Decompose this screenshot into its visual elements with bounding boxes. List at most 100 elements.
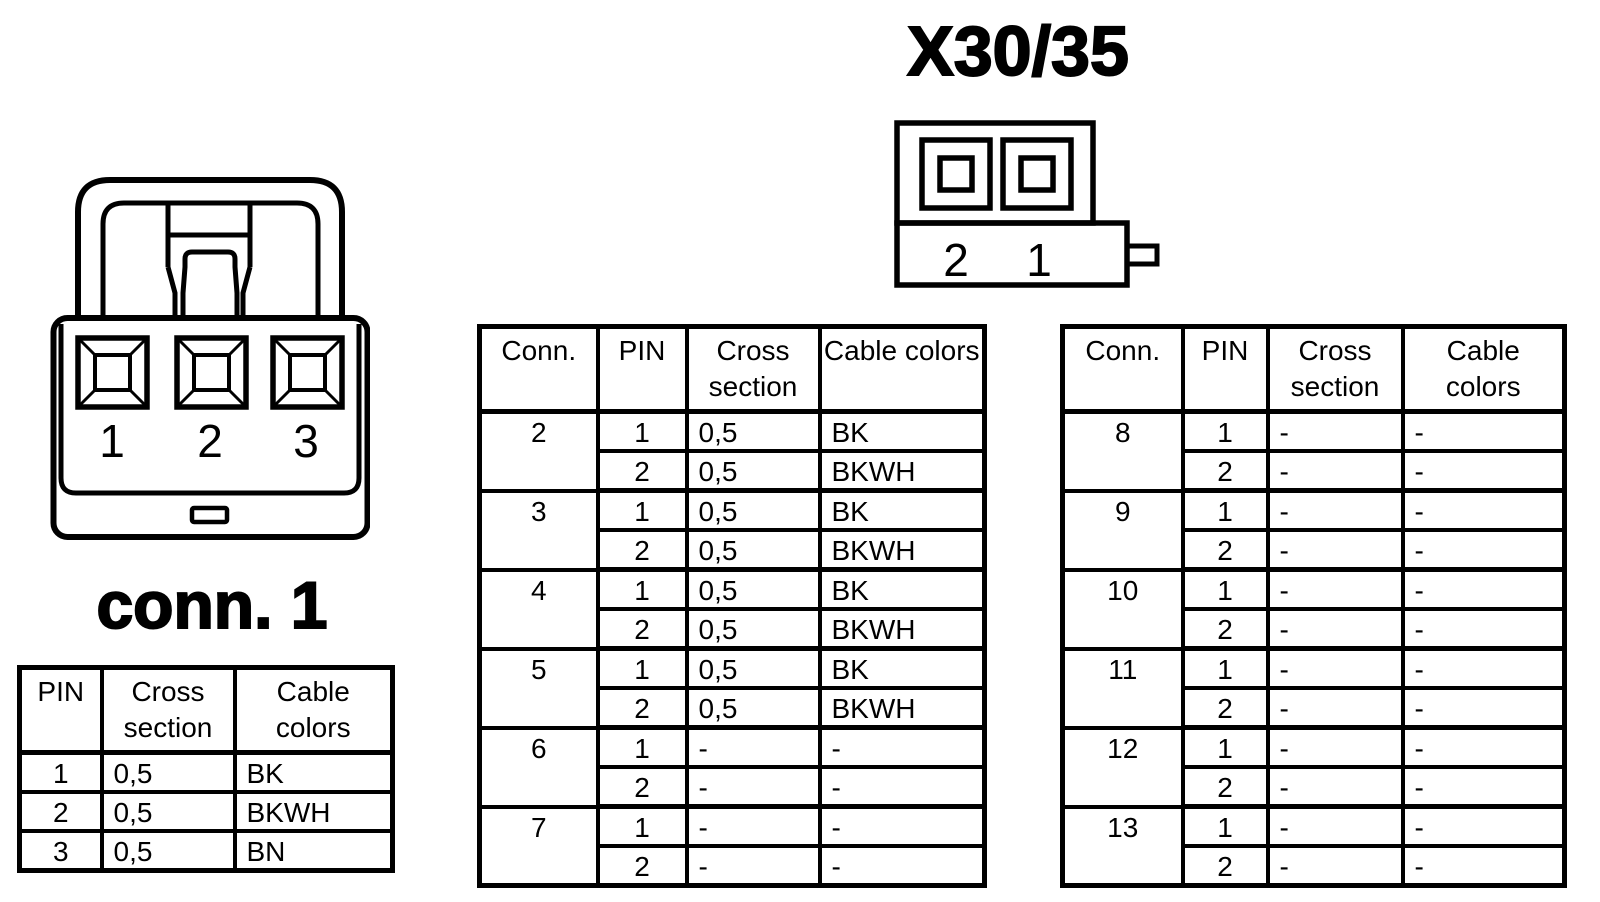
pin-number-cell: 2 bbox=[595, 844, 689, 888]
table-row: 2-- bbox=[1063, 844, 1567, 888]
cable-color-cell: - bbox=[1400, 725, 1567, 769]
connector-x30-35-drawing: 2 1 bbox=[894, 120, 1160, 288]
cross-section-cell: - bbox=[1265, 844, 1405, 888]
conn-number-cell: 2 bbox=[477, 409, 600, 492]
conn-header: Conn. bbox=[477, 324, 600, 414]
conn-header: Conn. bbox=[1060, 324, 1185, 414]
cable-color-cell: BK bbox=[817, 567, 987, 611]
cable-color-cell: BK bbox=[817, 646, 987, 690]
pin-number-cell: 2 bbox=[595, 449, 689, 493]
cross-section-cell: 0,5 bbox=[684, 686, 822, 730]
table-row: 2-- bbox=[480, 844, 987, 888]
cross-section-cell: 0,5 bbox=[99, 790, 237, 833]
connector-side-tab bbox=[1124, 243, 1160, 267]
cable-color-cell: - bbox=[817, 765, 987, 809]
cross-section-cell: 0,5 bbox=[684, 528, 822, 572]
header-row: PIN Cross section Cable colors bbox=[17, 665, 395, 755]
cable-color-cell: BKWH bbox=[817, 686, 987, 730]
table-row: 3 0,5 BN bbox=[17, 829, 395, 873]
conn-number-cell: 4 bbox=[477, 567, 600, 650]
connector-body-outline bbox=[50, 315, 370, 540]
table-row: 2-- bbox=[480, 765, 987, 809]
pin-number-cell: 2 bbox=[1180, 607, 1270, 651]
pin-number-cell: 1 bbox=[1180, 725, 1270, 769]
header-row: Conn. PIN Cross section Cable colors bbox=[1060, 324, 1567, 414]
cable-color-cell: BKWH bbox=[817, 449, 987, 493]
conn-number-cell: 12 bbox=[1060, 725, 1185, 808]
cross-section-cell: - bbox=[1265, 409, 1405, 453]
pin-number-cell: 3 bbox=[17, 829, 104, 873]
pin-2-bevel-lines bbox=[177, 338, 246, 407]
pin-2-inner-square bbox=[192, 353, 231, 392]
cross-section-cell: - bbox=[1265, 686, 1405, 730]
latch-inner-outline bbox=[100, 200, 321, 318]
cable-color-cell: - bbox=[1400, 567, 1567, 611]
latch-plunger bbox=[180, 249, 240, 318]
pin-2-outer-square bbox=[174, 335, 249, 410]
cross-section-cell: - bbox=[1265, 646, 1405, 690]
table-row: 2-- bbox=[1063, 765, 1567, 809]
pin-1-outer-square bbox=[1000, 137, 1074, 211]
pin-number-cell: 2 bbox=[595, 528, 689, 572]
connector-1-pin-table: PIN Cross section Cable colors 1 0,5 BK … bbox=[17, 665, 395, 873]
cross-section-cell: - bbox=[1265, 607, 1405, 651]
conn-number-cell: 3 bbox=[477, 488, 600, 571]
pin-number-cell: 1 bbox=[595, 804, 689, 848]
cross-section-cell: - bbox=[684, 725, 822, 769]
table-row: 2-- bbox=[1063, 607, 1567, 651]
pin-number-cell: 2 bbox=[595, 607, 689, 651]
connector-body-inner-outline bbox=[58, 324, 362, 496]
pin-2-label: 2 bbox=[197, 415, 223, 467]
cable-color-cell: - bbox=[817, 725, 987, 769]
cross-section-cell: - bbox=[1265, 765, 1405, 809]
pin-3-outer-square bbox=[270, 335, 345, 410]
cross-section-cell: - bbox=[1265, 449, 1405, 493]
cable-colors-header: Cable colors bbox=[1400, 324, 1567, 414]
table-row: 2-- bbox=[1063, 449, 1567, 493]
pin-3-inner-square bbox=[288, 353, 327, 392]
pin-1-inner-square bbox=[93, 353, 132, 392]
cross-section-cell: - bbox=[1265, 528, 1405, 572]
pin-number-cell: 2 bbox=[1180, 765, 1270, 809]
pin-number-cell: 2 bbox=[1180, 844, 1270, 888]
connector-housing-bottom bbox=[894, 220, 1130, 288]
cable-color-cell: BK bbox=[817, 488, 987, 532]
connector-1-drawing: 1 2 3 bbox=[50, 177, 370, 540]
cable-color-cell: BK bbox=[232, 750, 395, 794]
cross-section-cell: - bbox=[684, 804, 822, 848]
cable-color-cell: - bbox=[1400, 488, 1567, 532]
cable-color-cell: - bbox=[817, 844, 987, 888]
pin-3-bevel-lines bbox=[273, 338, 342, 407]
cross-section-cell: - bbox=[684, 844, 822, 888]
pin-number-cell: 1 bbox=[595, 567, 689, 611]
pin-2-outer-square bbox=[919, 137, 993, 211]
pin-1-label: 1 bbox=[99, 415, 125, 467]
cable-color-cell: - bbox=[1400, 686, 1567, 730]
pin-number-cell: 1 bbox=[595, 725, 689, 769]
latch-housing-outline bbox=[75, 177, 345, 318]
pin-number-cell: 1 bbox=[1180, 488, 1270, 532]
latch-taper-right bbox=[240, 266, 253, 318]
pin-number-cell: 1 bbox=[595, 488, 689, 532]
pin-number-cell: 1 bbox=[17, 750, 104, 794]
connector-x30-35-title: X30/35 bbox=[906, 12, 1130, 90]
cable-colors-header: Cable colors bbox=[232, 665, 395, 755]
cable-color-cell: BN bbox=[232, 829, 395, 873]
conn-number-cell: 13 bbox=[1060, 804, 1185, 887]
cross-section-cell: 0,5 bbox=[684, 646, 822, 690]
table-row: 2-- bbox=[1063, 686, 1567, 730]
cross-section-cell: 0,5 bbox=[684, 607, 822, 651]
pin-header: PIN bbox=[1180, 324, 1270, 414]
conn-number-cell: 9 bbox=[1060, 488, 1185, 571]
